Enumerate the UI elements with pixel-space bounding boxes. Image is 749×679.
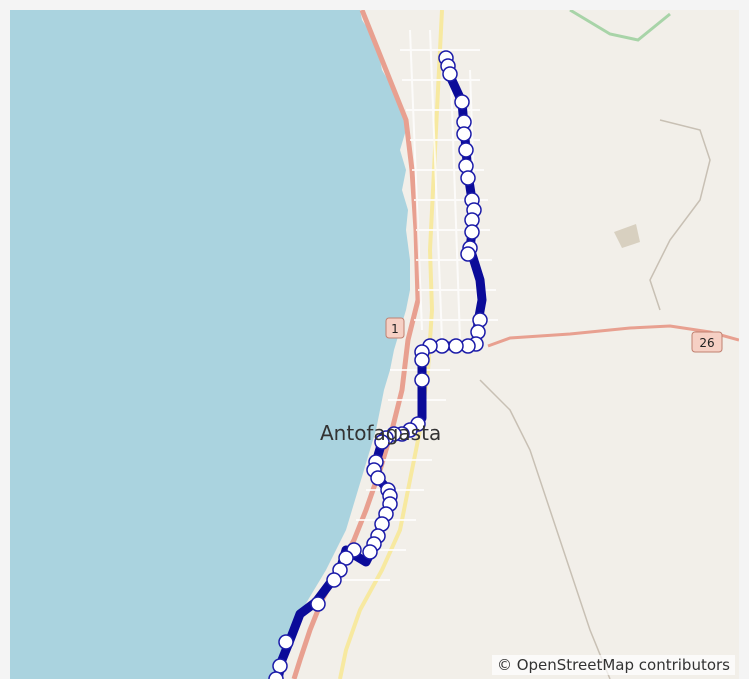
map-attribution[interactable]: © OpenStreetMap contributors xyxy=(491,655,735,675)
minor-road xyxy=(649,119,711,311)
bus-stop-marker[interactable] xyxy=(442,66,458,82)
bus-stop-marker[interactable] xyxy=(370,470,386,486)
bus-stop-marker[interactable] xyxy=(456,126,472,142)
map-canvas: 1 26 Antofagasta xyxy=(10,10,739,679)
park-boundary xyxy=(569,10,671,42)
bus-stop-marker[interactable] xyxy=(460,246,476,262)
bus-stop-marker[interactable] xyxy=(454,94,470,110)
bus-stop-marker[interactable] xyxy=(460,170,476,186)
road-shield-26: 26 xyxy=(691,331,723,353)
bus-stop-markers xyxy=(268,50,488,679)
road-shield-1: 1 xyxy=(385,317,405,339)
bus-stop-marker[interactable] xyxy=(278,634,294,650)
bus-stop-marker[interactable] xyxy=(310,596,326,612)
bus-stop-marker[interactable] xyxy=(326,572,342,588)
road-shield-1-label: 1 xyxy=(391,322,399,336)
bus-stop-marker[interactable] xyxy=(464,224,480,240)
terrain-feature xyxy=(614,224,640,248)
map-view[interactable]: 1 26 Antofagasta © OpenStreetMap contrib… xyxy=(10,10,739,679)
bus-stop-marker[interactable] xyxy=(374,434,390,450)
bus-stop-marker[interactable] xyxy=(458,142,474,158)
bus-stop-marker[interactable] xyxy=(268,671,284,679)
bus-stop-marker[interactable] xyxy=(272,658,288,674)
bus-stop-marker[interactable] xyxy=(448,338,464,354)
bus-stop-marker[interactable] xyxy=(414,372,430,388)
bus-stop-marker[interactable] xyxy=(362,544,378,560)
bus-stop-marker[interactable] xyxy=(414,352,430,368)
city-label: Antofagasta xyxy=(320,421,441,445)
bus-stop-marker[interactable] xyxy=(338,550,354,566)
sea-area xyxy=(10,10,410,679)
road-shield-26-label: 26 xyxy=(699,336,714,350)
minor-track xyxy=(479,379,611,679)
